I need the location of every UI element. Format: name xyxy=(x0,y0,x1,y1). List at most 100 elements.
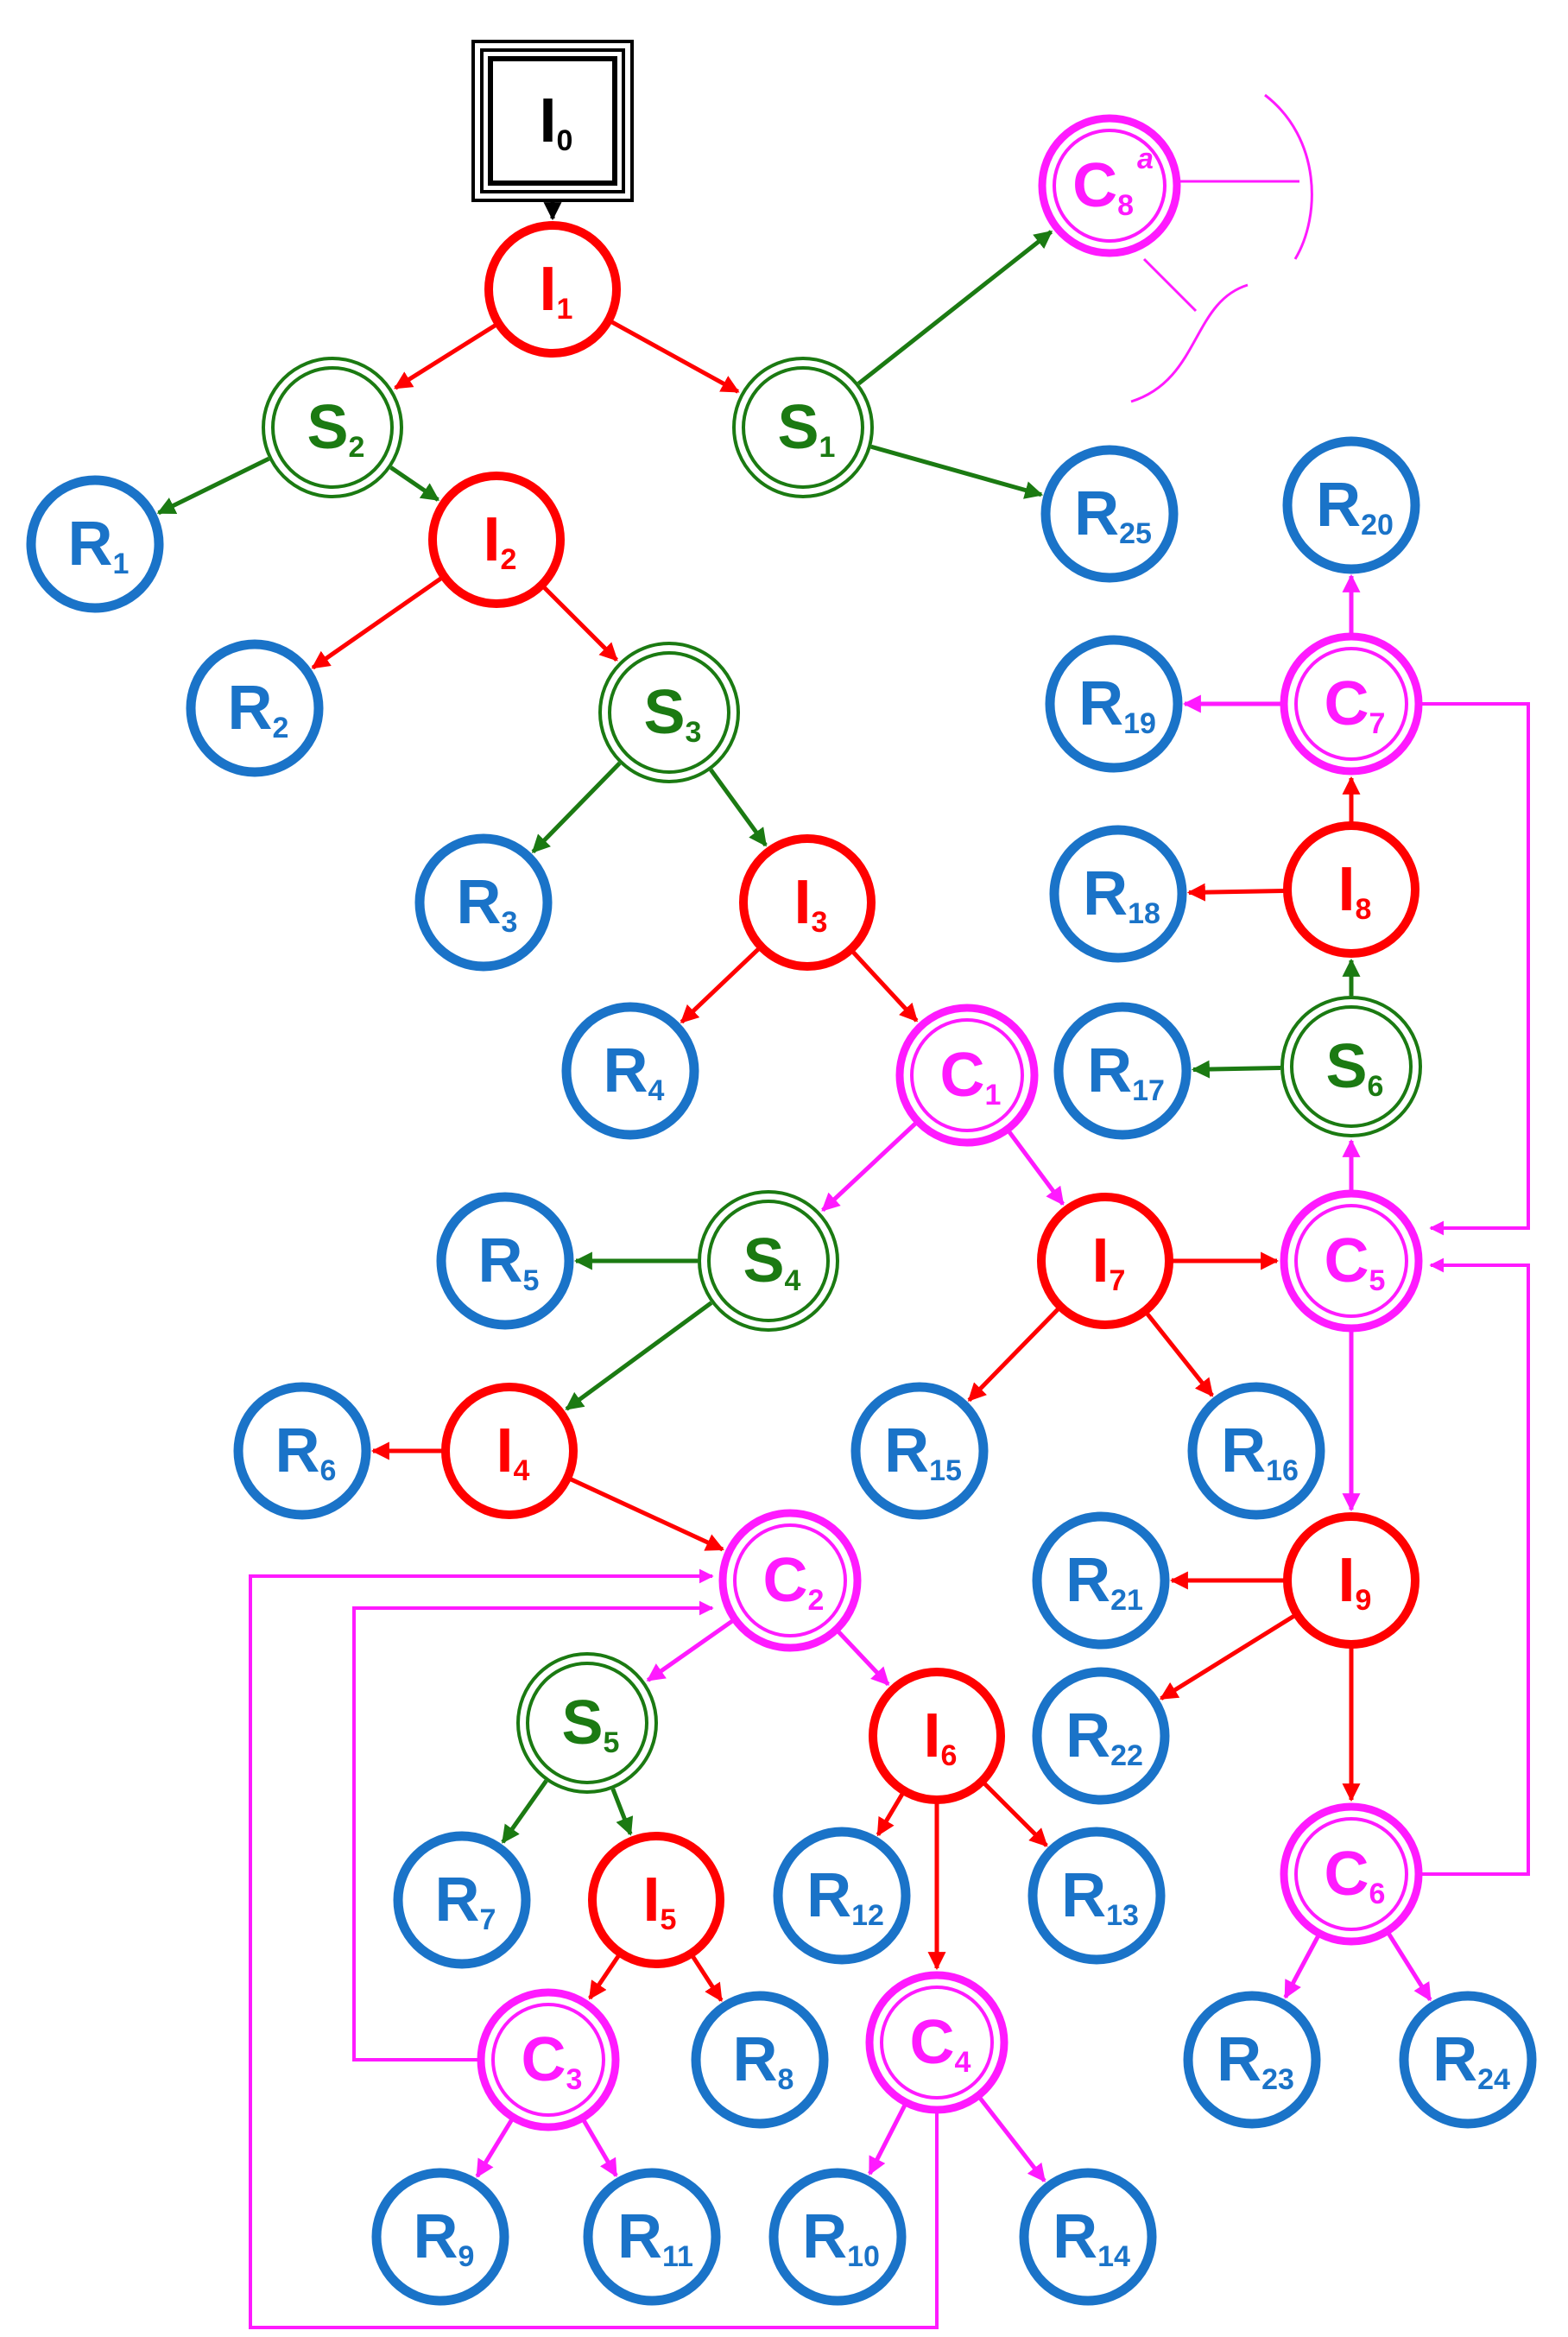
node-r4[interactable]: R4 xyxy=(561,1002,699,1140)
node-i5[interactable]: I5 xyxy=(588,1832,724,1968)
edge-i8-r18 xyxy=(1186,883,1285,902)
node-r2[interactable]: R2 xyxy=(186,639,324,777)
node-r20[interactable]: R20 xyxy=(1282,436,1420,574)
node-label: R14 xyxy=(1053,2202,1130,2273)
node-s5[interactable]: S5 xyxy=(516,1652,658,1794)
node-r11[interactable]: R11 xyxy=(583,2168,721,2306)
edge-i9-r22 xyxy=(1159,1614,1296,1700)
node-r22[interactable]: R22 xyxy=(1032,1667,1170,1805)
edge-s5-i5 xyxy=(610,1788,634,1836)
loop-layer xyxy=(249,702,1530,2329)
edge-s1-r25 xyxy=(870,444,1044,499)
node-i7[interactable]: I7 xyxy=(1037,1193,1173,1329)
node-label: I8 xyxy=(1338,855,1372,926)
node-r25[interactable]: R25 xyxy=(1040,445,1179,583)
node-label: S5 xyxy=(562,1688,620,1759)
node-label: R23 xyxy=(1217,2025,1294,2096)
node-c1[interactable]: C1 xyxy=(895,1004,1039,1147)
node-label: C1 xyxy=(940,1041,1002,1112)
edge-i7-r16 xyxy=(1145,1312,1214,1397)
node-s6[interactable]: S6 xyxy=(1280,996,1422,1137)
node-r14[interactable]: R14 xyxy=(1019,2168,1157,2306)
node-r13[interactable]: R13 xyxy=(1027,1827,1166,1965)
node-r5[interactable]: R5 xyxy=(436,1192,574,1330)
node-c2[interactable]: C2 xyxy=(718,1509,862,1652)
node-s2[interactable]: S2 xyxy=(262,357,403,498)
node-c8[interactable]: C8a xyxy=(1038,114,1181,257)
node-r9[interactable]: R9 xyxy=(371,2168,509,2306)
node-label: R5 xyxy=(478,1226,540,1297)
node-r24[interactable]: R24 xyxy=(1399,1991,1537,2129)
node-i3[interactable]: I3 xyxy=(739,834,876,971)
node-i6[interactable]: I6 xyxy=(869,1668,1005,1804)
node-label: I1 xyxy=(540,255,573,326)
node-s1[interactable]: S1 xyxy=(732,357,874,498)
node-r16[interactable]: R16 xyxy=(1187,1382,1325,1520)
edge-i1-s1 xyxy=(610,320,740,394)
node-i8[interactable]: I8 xyxy=(1283,821,1419,958)
edge-i6-r12 xyxy=(876,1792,905,1837)
edge-s2-i2 xyxy=(389,466,440,502)
decoration-layer xyxy=(1130,93,1313,403)
node-r15[interactable]: R15 xyxy=(850,1382,989,1520)
node-label: R22 xyxy=(1065,1701,1143,1772)
edge-c1-s4 xyxy=(821,1122,917,1213)
node-i0[interactable]: I0 xyxy=(471,40,634,202)
node-i4[interactable]: I4 xyxy=(441,1383,578,1519)
node-label: R13 xyxy=(1061,1861,1139,1932)
node-label: R12 xyxy=(806,1861,884,1932)
node-r23[interactable]: R23 xyxy=(1183,1991,1321,2129)
loop-c3-c2 xyxy=(352,1600,714,2062)
node-label: I0 xyxy=(540,86,573,157)
node-c4[interactable]: C4 xyxy=(865,1971,1008,2114)
node-c5[interactable]: C5 xyxy=(1280,1189,1423,1333)
edge-s1-c8 xyxy=(857,230,1053,386)
node-label: S1 xyxy=(778,393,836,464)
node-label: I5 xyxy=(643,1865,677,1936)
node-label: R25 xyxy=(1074,479,1152,550)
node-label: S4 xyxy=(743,1226,801,1297)
node-r12[interactable]: R12 xyxy=(773,1827,911,1965)
node-r6[interactable]: R6 xyxy=(233,1382,371,1520)
node-r8[interactable]: R8 xyxy=(691,1991,829,2129)
node-s4[interactable]: S4 xyxy=(698,1190,839,1332)
node-label: R11 xyxy=(617,2202,693,2273)
node-label: I6 xyxy=(924,1701,958,1772)
node-c6[interactable]: C6 xyxy=(1280,1802,1423,1946)
edge-i5-r8 xyxy=(691,1955,724,2002)
node-i1[interactable]: I1 xyxy=(484,221,621,358)
node-label: I2 xyxy=(484,505,517,576)
node-label: C4 xyxy=(910,2008,971,2079)
edge-i2-s3 xyxy=(542,586,618,662)
node-r18[interactable]: R18 xyxy=(1049,825,1187,963)
edge-c6-r23 xyxy=(1283,1935,1320,1999)
edge-i3-c1 xyxy=(851,950,919,1023)
edge-s5-r7 xyxy=(501,1779,548,1844)
node-label: R9 xyxy=(414,2202,475,2273)
node-label: S6 xyxy=(1326,1032,1384,1103)
edge-c4-r10 xyxy=(868,2104,907,2176)
node-r7[interactable]: R7 xyxy=(393,1831,531,1969)
node-r10[interactable]: R10 xyxy=(768,2168,907,2306)
node-label: C8a xyxy=(1072,142,1154,222)
node-i9[interactable]: I9 xyxy=(1283,1512,1419,1649)
loop-c4-c2 xyxy=(249,1568,939,2329)
node-r21[interactable]: R21 xyxy=(1032,1511,1170,1650)
node-r17[interactable]: R17 xyxy=(1053,1002,1192,1140)
node-label: R24 xyxy=(1432,2025,1510,2096)
edge-layer xyxy=(156,200,1432,2182)
node-label: S3 xyxy=(644,678,702,749)
node-c3[interactable]: C3 xyxy=(477,1988,620,2131)
node-r3[interactable]: R3 xyxy=(414,833,553,972)
node-label: R15 xyxy=(884,1416,962,1487)
c8-branch-stub-4 xyxy=(1130,283,1249,403)
node-c7[interactable]: C7 xyxy=(1280,632,1423,776)
node-r19[interactable]: R19 xyxy=(1045,635,1183,773)
edge-c4-r14 xyxy=(978,2097,1046,2182)
node-i2[interactable]: I2 xyxy=(428,472,565,608)
node-r1[interactable]: R1 xyxy=(26,475,164,613)
edge-i6-r13 xyxy=(983,1782,1048,1847)
node-label: R2 xyxy=(228,674,289,744)
node-s3[interactable]: S3 xyxy=(598,642,740,783)
